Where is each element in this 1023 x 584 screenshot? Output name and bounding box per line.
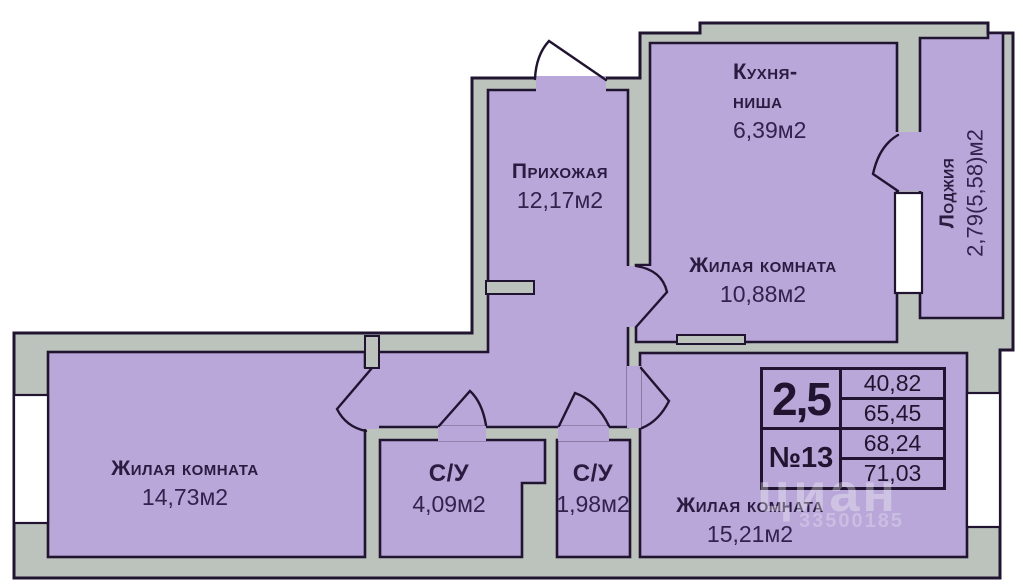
room-name: Жилая комната [676,494,824,517]
opening-loggia-door [895,132,922,191]
area-cell: 65,45 [839,397,946,430]
room-area: 12,17м2 [516,187,604,214]
opening-living-small-door [626,266,652,327]
room-shape-hallway [375,88,630,429]
wall-niche-living-small [676,334,746,345]
opening-living-bottom-door [627,366,641,428]
room-shape-living-left [46,350,367,559]
opening-living-left-door [363,368,379,429]
room-name: Жилая комната [111,457,259,480]
room-label-bathroom-small: С/У 1,98м2 [556,459,629,519]
room-name: Лоджия [936,157,959,229]
room-label-loggia: Лоджия 2,79(5,58)м2 [935,129,989,257]
window-right [965,391,1002,529]
room-label-living-bottom: Жилая комната 15,21м2 [676,493,824,549]
opening-bathroom-small-door [558,426,609,441]
room-label-bathroom-large: С/У 4,09м2 [412,459,485,519]
room-name: Жилая комната [689,254,837,277]
door-arc-bathroom-large [437,389,488,428]
room-area: 14,73м2 [141,484,229,511]
room-area: 6,39м2 [733,117,807,144]
room-label-hallway: Прихожая 12,17м2 [512,159,608,215]
unit-number-cell: №13 [760,427,842,490]
room-area: 2,79(5,58)м2 [962,129,988,257]
door-arc-entrance [533,39,608,82]
room-label-living-left: Жилая комната 14,73м2 [111,456,259,512]
opening-bathroom-large-door [438,426,486,441]
room-area: 15,21м2 [706,521,794,548]
wall-stub-hallway [485,280,535,295]
area-cell: 40,82 [839,367,946,400]
table-row: 71,03 [762,457,946,490]
door-arc-living-bottom [639,366,671,430]
area-cell: 68,24 [839,427,946,460]
door-arc-bathroom-small [557,391,611,428]
room-shape-bathroom-small [555,438,632,559]
door-arc-living-left [335,366,374,433]
opening-entrance [536,76,606,93]
room-name: Кухня-ниша [733,59,798,113]
room-label-kitchen: Кухня-ниша 6,39м2 [733,58,845,145]
table-row: 65,45 [762,397,946,430]
room-label-living-small: Жилая комната 10,88м2 [689,253,837,309]
info-table: 2,5 40,82 65,45 №13 68,24 71,03 [760,367,946,490]
room-area: 4,09м2 [412,491,486,518]
door-arc-living-small [634,264,669,329]
room-name: Прихожая [511,160,609,183]
room-name: С/У [428,460,470,488]
area-cell: 71,03 [839,457,946,490]
wall-stub-corridor [364,335,380,369]
window-loggia [893,191,924,295]
room-area: 10,88м2 [719,281,807,308]
table-row: №13 68,24 [760,427,946,490]
room-area: 1,98м2 [556,491,630,518]
room-shape-kitchen-living [634,41,899,344]
unit-type-cell: 2,5 [760,367,842,430]
window-left [12,393,50,525]
room-shape-loggia [918,31,1005,320]
table-row: 2,5 40,82 [760,367,946,430]
room-name: С/У [572,460,614,488]
room-shape-bathroom-large [378,438,547,559]
door-arc-loggia [871,133,900,193]
